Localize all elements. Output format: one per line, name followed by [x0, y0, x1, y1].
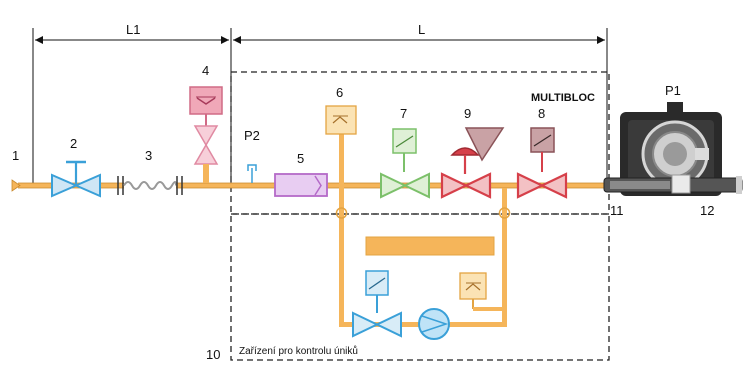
manual-valve-2: [51, 160, 101, 198]
label-10: 10: [206, 347, 220, 362]
leak-control-boundary: [230, 213, 610, 361]
leak-control-unit: [365, 236, 495, 256]
leak-control-valve: [352, 270, 402, 338]
leak-control-pressure-switch: [459, 272, 502, 311]
label-7: 7: [400, 106, 407, 121]
label-4: 4: [202, 63, 209, 78]
inlet-arrow-icon: [11, 179, 21, 192]
label-p1: P1: [665, 83, 681, 98]
flexible-joint-3: [117, 176, 183, 195]
label-12: 12: [700, 203, 714, 218]
label-8: 8: [538, 106, 545, 121]
solenoid-valve-7: [380, 128, 430, 199]
gas-filter-5: [274, 173, 328, 197]
label-5: 5: [297, 151, 304, 166]
pressure-regulator-4: [189, 86, 223, 183]
label-3: 3: [145, 148, 152, 163]
leak-control-label: Zařízení pro kontrolu úniků: [239, 345, 358, 357]
pressure-switch-6: [325, 105, 357, 326]
label-1: 1: [12, 148, 19, 163]
leak-control-pump-icon: [418, 308, 450, 340]
label-p2: P2: [244, 128, 260, 143]
label-6: 6: [336, 85, 343, 100]
label-9: 9: [464, 106, 471, 121]
pressure-test-point-p2: [247, 164, 257, 183]
main-valve-8: [516, 127, 568, 199]
label-2: 2: [70, 136, 77, 151]
label-11: 11: [610, 203, 624, 218]
regulating-valve-9: [440, 127, 505, 199]
dimension-l1-label: L1: [126, 22, 140, 37]
multibloc-label: MULTIBLOC: [531, 92, 595, 104]
dimension-l-label: L: [418, 22, 425, 37]
leak-control-piping: [335, 188, 511, 327]
burner-p1: [603, 102, 743, 196]
dimension-l: L: [233, 22, 608, 185]
